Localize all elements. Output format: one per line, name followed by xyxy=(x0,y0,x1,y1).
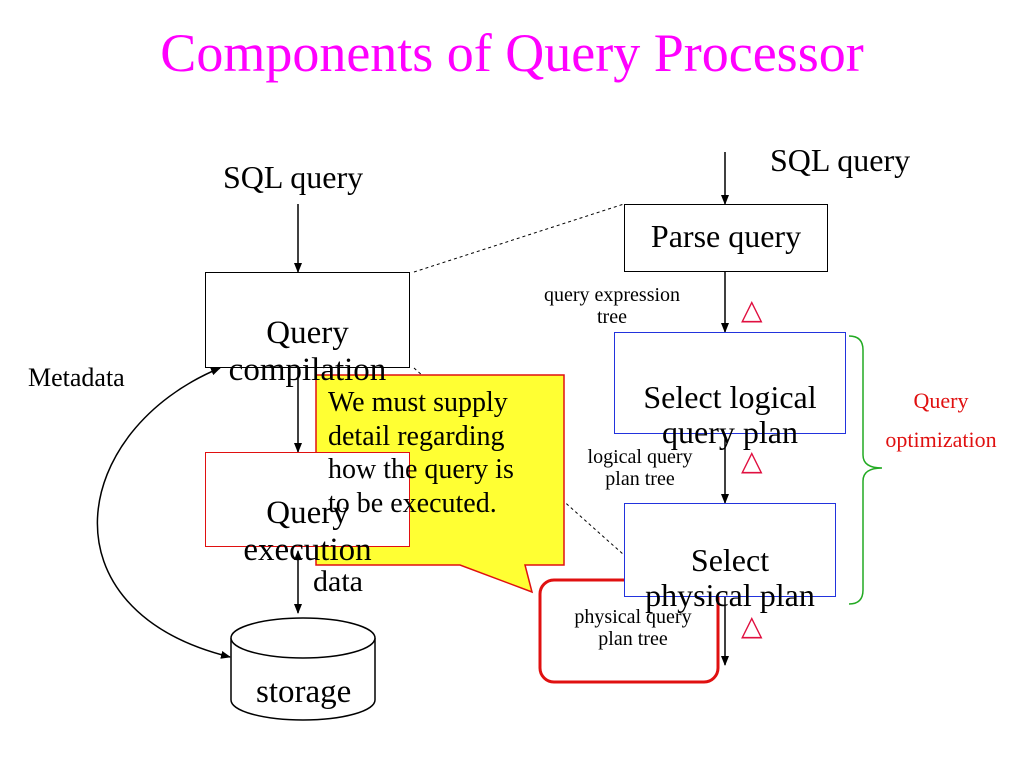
right-sql-query-label: SQL query xyxy=(770,142,911,178)
delta-triangle-icon: △ xyxy=(741,446,763,477)
metadata-label: Metadata xyxy=(28,363,125,392)
select-logical-plan-label: Select logical query plan xyxy=(643,379,817,451)
query-compilation-box: Query compilation xyxy=(205,272,410,388)
logical-query-plan-tree-label: logical query plan tree xyxy=(587,446,693,490)
left-sql-query-label: SQL query xyxy=(223,159,364,195)
data-label: data xyxy=(313,565,363,598)
physical-query-plan-tree-label: physical query plan tree xyxy=(574,606,692,650)
select-logical-plan-box: Select logical query plan xyxy=(614,332,846,450)
select-physical-plan-label: Select physical plan xyxy=(645,542,815,614)
parse-query-box: Parse query xyxy=(624,204,828,272)
delta-triangle-icon: △ xyxy=(741,295,763,326)
query-compilation-label: Query compilation xyxy=(228,315,387,388)
callout-text: We must supply detail regarding how the … xyxy=(328,387,514,519)
metadata-curve-arrow xyxy=(96,367,231,659)
delta-triangle-icon: △ xyxy=(741,611,763,642)
zoom-line-top xyxy=(413,203,625,273)
optimization-brace xyxy=(848,335,883,605)
query-expression-tree-label: query expression tree xyxy=(543,284,681,328)
query-execution-box: Query execution xyxy=(205,452,410,568)
query-execution-label: Query execution xyxy=(243,495,372,568)
select-physical-plan-box: Select physical plan xyxy=(624,503,836,613)
storage-cylinder-icon xyxy=(230,617,376,721)
query-optimization-label: Query optimization xyxy=(885,388,997,452)
storage-label: storage xyxy=(256,674,352,710)
slide-title: Components of Query Processor xyxy=(160,23,864,83)
parse-query-label: Parse query xyxy=(650,218,802,254)
